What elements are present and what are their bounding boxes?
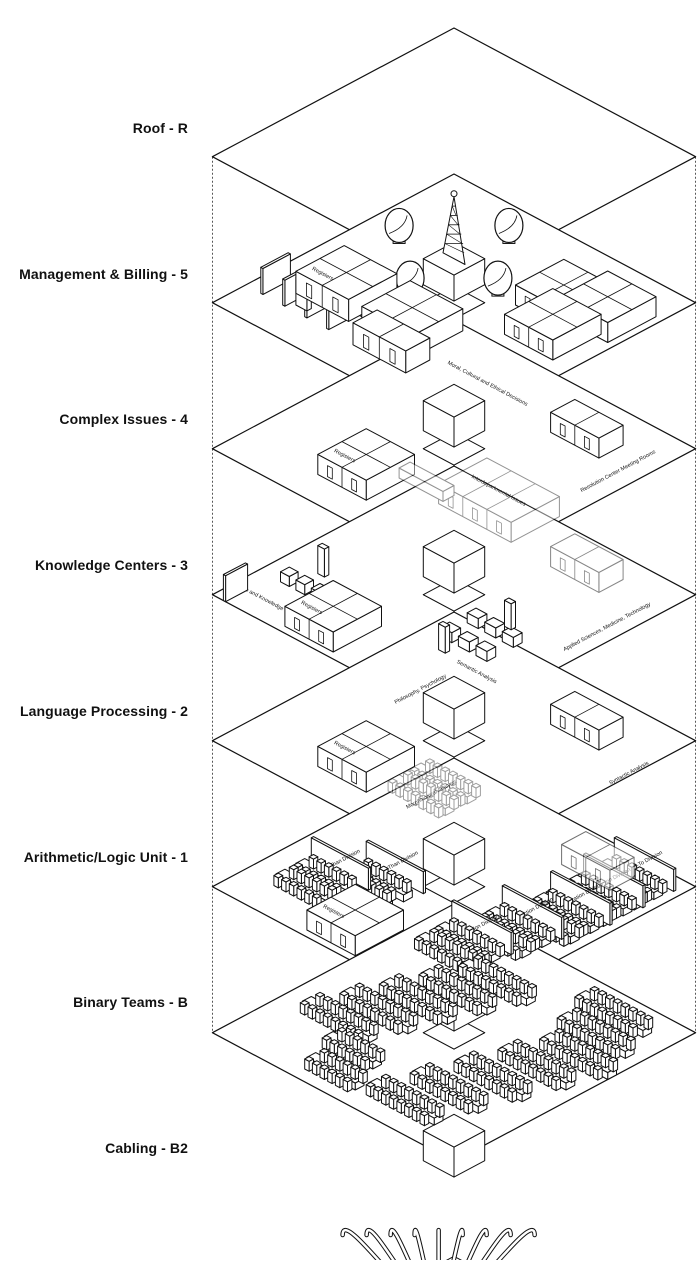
floor-management: Registers bbox=[260, 245, 657, 374]
binary-bench-front-0 bbox=[321, 1026, 386, 1072]
cable-bundle bbox=[340, 1228, 537, 1265]
floor-label-roof: Roof - R bbox=[132, 120, 188, 136]
binary-bench-right-5 bbox=[409, 1062, 489, 1115]
knowledge-screen-a bbox=[317, 542, 330, 578]
satellite-dish-0 bbox=[384, 207, 414, 244]
knowledge-screen-b bbox=[504, 597, 516, 631]
floor-binary-teams bbox=[299, 954, 654, 1127]
floor-label-language-processing: Language Processing - 2 bbox=[19, 703, 188, 719]
floor-slab-1 bbox=[211, 173, 697, 432]
binary-bench-right-6 bbox=[365, 1073, 445, 1127]
binary-bench-right-3 bbox=[497, 1038, 577, 1092]
core-shaft-1 bbox=[422, 383, 486, 448]
core-shaft-4 bbox=[422, 821, 486, 886]
satellite-dish-2 bbox=[483, 260, 513, 297]
language-registers: Registers bbox=[317, 720, 415, 793]
knowledge-right-desk-0 bbox=[466, 607, 488, 630]
language-rooms-back bbox=[550, 690, 624, 751]
knowledge-rooms-back bbox=[550, 533, 624, 593]
complex-meeting-rooms bbox=[550, 398, 624, 459]
knowledge-registers: Registers bbox=[284, 580, 382, 653]
knowledge-right-desk-2 bbox=[501, 626, 523, 648]
alu-registers: Registers bbox=[306, 883, 404, 957]
mgmt-rooms-c bbox=[504, 288, 602, 361]
antenna-top bbox=[450, 190, 458, 198]
mgmt-rooms-e bbox=[352, 309, 431, 374]
floor-cabling bbox=[340, 1228, 537, 1265]
binary-bench-right-0 bbox=[574, 985, 654, 1039]
complex-ghost-area bbox=[398, 457, 560, 543]
floor-label-knowledge-centers: Knowledge Centers - 3 bbox=[34, 557, 188, 573]
mgmt-partition-0 bbox=[260, 252, 291, 295]
binary-bench-right-2 bbox=[539, 1028, 619, 1081]
core-shaft-2 bbox=[422, 529, 486, 594]
knowledge-right-desk-5 bbox=[475, 640, 497, 662]
floor-label-binary-teams: Binary Teams - B bbox=[73, 994, 188, 1010]
binary-bench-left-2 bbox=[378, 973, 458, 1026]
binary-bench-left-4 bbox=[457, 954, 537, 1007]
binary-bench-right-1 bbox=[556, 1007, 636, 1060]
binary-bench-left-1 bbox=[339, 982, 419, 1035]
floor-label-management: Management & Billing - 5 bbox=[19, 266, 188, 282]
binary-bench-front-1 bbox=[304, 1047, 368, 1093]
satellite-dish-1 bbox=[494, 207, 524, 244]
mgmt-registers: Registers bbox=[295, 245, 398, 322]
core-shaft-3 bbox=[422, 675, 486, 740]
language-ghost-benches bbox=[387, 758, 481, 819]
floor-label-cabling: Cabling - B2 bbox=[105, 1140, 188, 1156]
division-addition: Addition Division bbox=[414, 899, 514, 977]
knowledge-partition bbox=[222, 562, 249, 603]
complex-registers: Registers bbox=[317, 428, 415, 501]
binary-bench-right-4 bbox=[453, 1050, 533, 1103]
floor-label-alu: Arithmetic/Logic Unit - 1 bbox=[23, 849, 188, 865]
floor-label-complex-issues: Complex Issues - 4 bbox=[59, 411, 188, 427]
alu-rooms-back bbox=[561, 831, 635, 891]
binary-bench-left-3 bbox=[418, 963, 498, 1017]
knowledge-screen-c bbox=[438, 620, 451, 654]
division-less-than: Less-Than Division bbox=[273, 836, 372, 910]
roof-antenna-tower bbox=[442, 190, 466, 265]
